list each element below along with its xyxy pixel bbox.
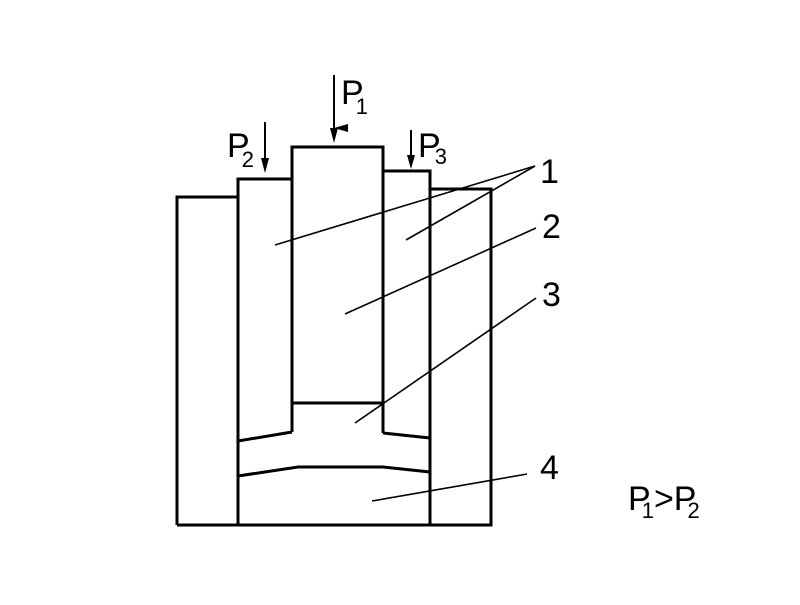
label-p2: P2 [227, 127, 254, 172]
leader-1b [405, 165, 536, 241]
billet-boundary [237, 465, 431, 478]
label-part-2: 2 [542, 208, 561, 246]
container-outline [175, 187, 493, 527]
label-part-3: 3 [542, 276, 561, 314]
pressure-condition: P1>P2 [628, 480, 700, 523]
leader-1a [274, 165, 536, 246]
label-part-4: 4 [540, 449, 559, 487]
right-sleeve [383, 169, 432, 525]
label-p1: P1 [341, 74, 368, 119]
label-part-1: 1 [540, 153, 559, 191]
center-punch [290, 145, 385, 433]
leader-4 [371, 473, 528, 502]
leader-2 [344, 227, 537, 315]
left-sleeve [236, 177, 292, 525]
leader-3 [354, 297, 537, 424]
sleeve-bottom-edges [237, 430, 431, 443]
label-p3: P3 [418, 127, 447, 169]
